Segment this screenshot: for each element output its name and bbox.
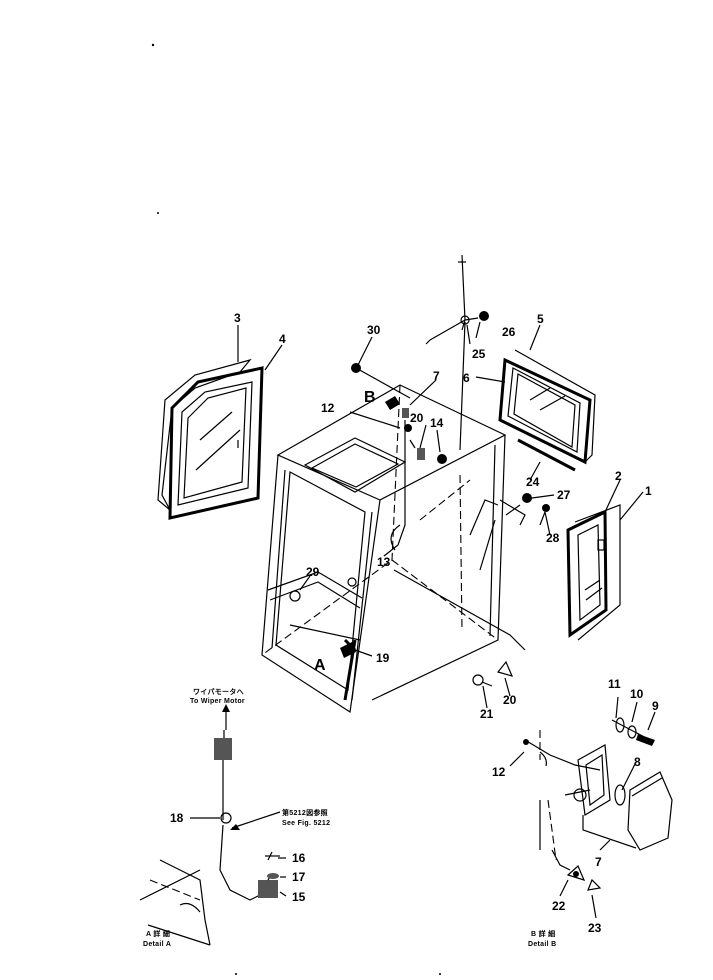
label-part-6: 6 (463, 371, 470, 385)
detail-b-marker: B (364, 389, 376, 406)
caption-seefig-en: See Fig. 5212 (282, 820, 330, 827)
captions: ワイパモータへ To Wiper Motor 第5212図参照 See Fig.… (143, 687, 556, 948)
caption-detail-a-jp: A 詳 細 (146, 929, 170, 938)
detail-b (509, 696, 673, 919)
leader-lines (237, 321, 644, 709)
scan-specks (151, 43, 441, 975)
caption-wiper-jp: ワイパモータへ (193, 687, 244, 696)
label-part-7: 7 (433, 369, 440, 383)
detail-markers: B A (314, 389, 376, 674)
label-part-20-top: 20 (410, 411, 424, 425)
label-part-9: 9 (652, 699, 659, 713)
left-window-assembly (157, 358, 264, 520)
label-part-27: 27 (557, 488, 571, 502)
label-part-25: 25 (472, 347, 486, 361)
antenna-assembly (425, 254, 489, 451)
label-part-12: 12 (321, 401, 335, 415)
caption-detail-b-jp: B 詳 細 (531, 929, 555, 938)
caption-seefig-jp: 第5212図参照 (282, 808, 328, 817)
label-part-7-detail: 7 (595, 855, 602, 869)
label-part-23: 23 (588, 921, 602, 935)
label-part-11: 11 (608, 677, 621, 691)
label-part-24: 24 (526, 475, 540, 489)
label-part-18: 18 (170, 811, 184, 825)
cab-frame (261, 384, 526, 714)
label-part-8: 8 (634, 755, 641, 769)
label-part-4: 4 (279, 332, 286, 346)
label-part-30: 30 (367, 323, 381, 337)
part-number-labels: 1 2 3 4 5 6 7 8 9 10 11 12 13 14 15 16 1… (170, 311, 659, 935)
label-part-13: 13 (377, 555, 391, 569)
label-part-16: 16 (292, 851, 306, 865)
label-part-15: 15 (292, 890, 306, 904)
label-part-26: 26 (502, 325, 516, 339)
detail-a-marker: A (314, 657, 326, 674)
label-part-21: 21 (480, 707, 494, 721)
label-part-1: 1 (645, 484, 652, 498)
label-part-10: 10 (630, 687, 644, 701)
door-window-assembly (566, 504, 621, 641)
label-part-3: 3 (234, 311, 241, 325)
bolt-and-clip (393, 569, 526, 687)
right-window-assembly (498, 349, 596, 472)
caption-detail-a-en: Detail A (143, 941, 171, 948)
label-part-28: 28 (546, 531, 560, 545)
label-part-12-detail: 12 (492, 765, 506, 779)
frame-small-parts (289, 363, 550, 701)
caption-detail-b-en: Detail B (528, 941, 556, 948)
label-part-20-bottom: 20 (503, 693, 517, 707)
detail-a (139, 704, 287, 946)
label-part-29: 29 (306, 565, 320, 579)
caption-wiper-en: To Wiper Motor (190, 698, 245, 705)
label-part-17: 17 (292, 870, 306, 884)
label-part-19: 19 (376, 651, 390, 665)
label-part-2: 2 (615, 469, 622, 483)
label-part-5: 5 (537, 312, 544, 326)
label-part-22: 22 (552, 899, 566, 913)
label-part-14: 14 (430, 416, 444, 430)
